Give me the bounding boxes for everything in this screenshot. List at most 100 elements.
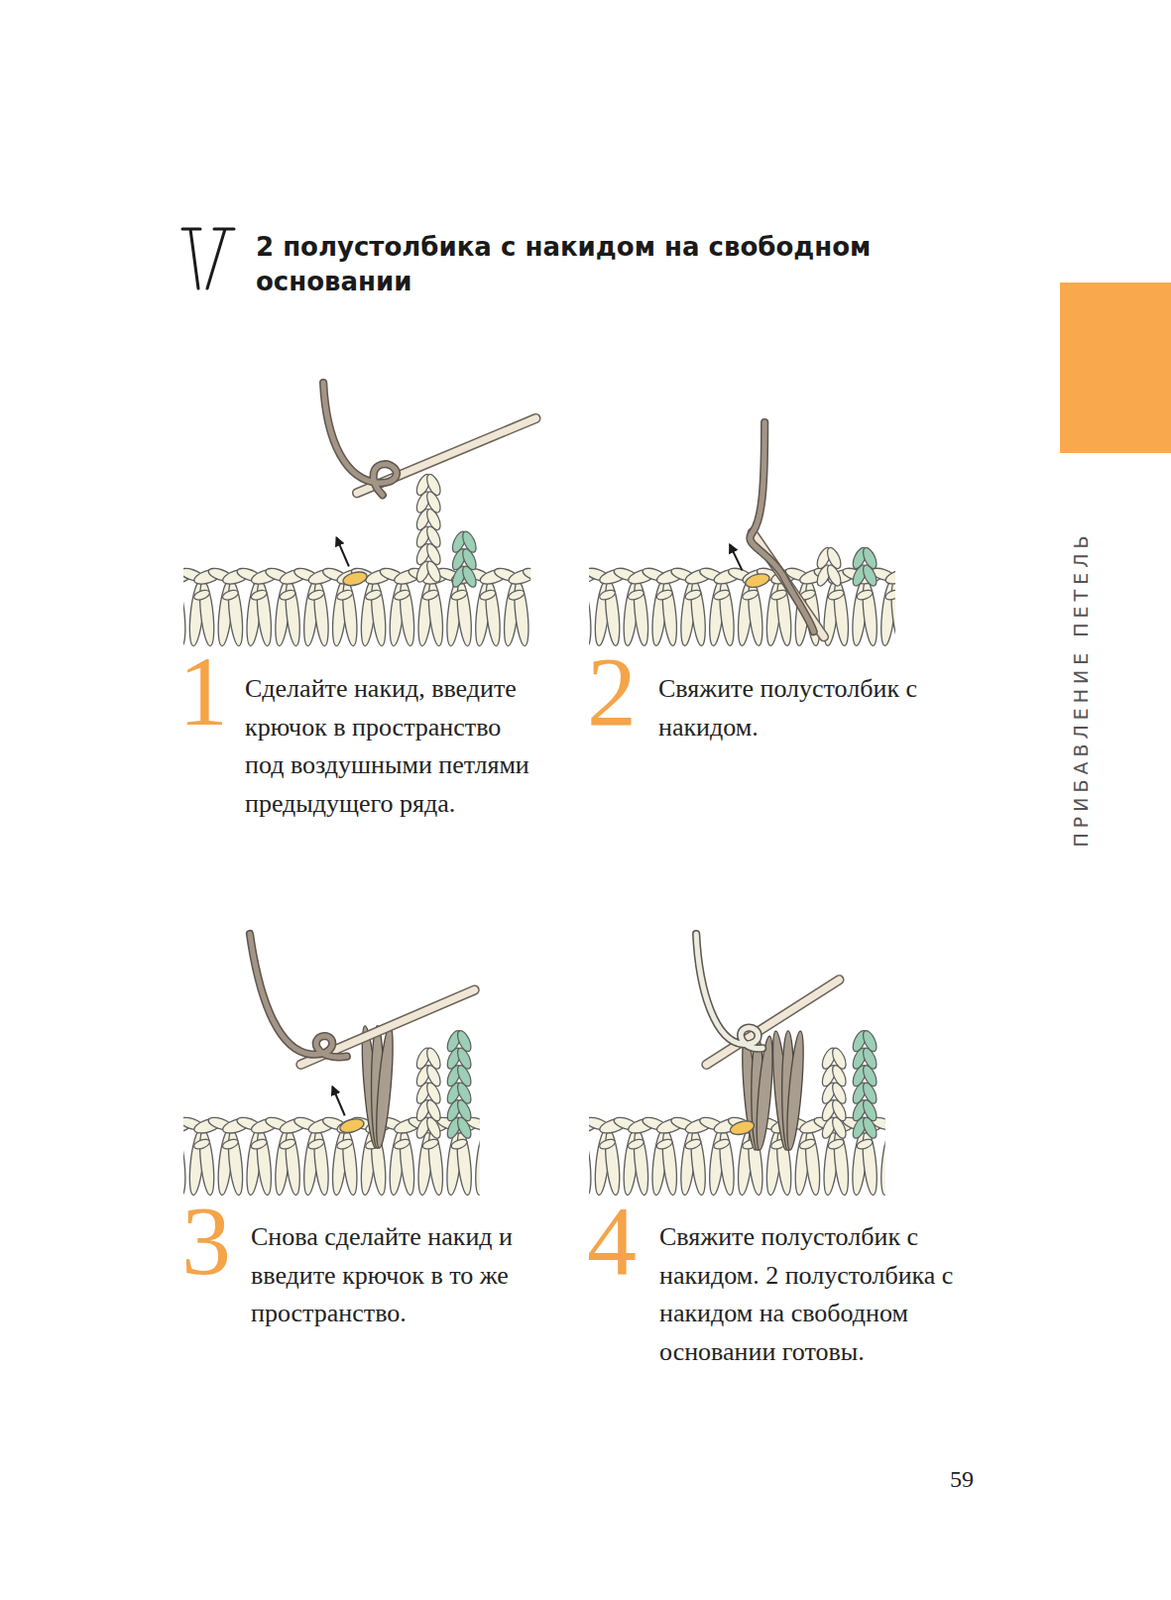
- stitch-post: [878, 1129, 886, 1196]
- new-stitch: [372, 1025, 396, 1149]
- step-number: 4: [586, 1191, 637, 1291]
- step-text: Сделайте накид, введите крючок в простра…: [244, 670, 533, 823]
- illustration: [158, 934, 520, 1196]
- stitch-bar: [221, 1137, 239, 1151]
- crochet-hook: [705, 979, 839, 1064]
- stitch-bar: [392, 1137, 411, 1151]
- turning-chain: [460, 529, 479, 555]
- yellow-loop: [728, 1119, 756, 1138]
- stitch-post: [588, 580, 593, 647]
- stitch-bar: [741, 587, 760, 601]
- stitch-bar: [221, 588, 239, 602]
- stitch-bar: [855, 587, 874, 601]
- turning-chain: [860, 546, 880, 572]
- stitch-bar: [712, 587, 731, 601]
- crochet-symbol: [182, 229, 235, 289]
- step-text: Свяжите полустолбик с накидом.: [658, 670, 956, 747]
- stitch-bar: [826, 587, 845, 601]
- stitch-bar: [478, 588, 497, 602]
- chain-stitch: [424, 472, 444, 498]
- direction-arrow: [332, 1087, 345, 1117]
- direction-arrow: [337, 538, 350, 568]
- stitch-bar: [249, 1137, 268, 1151]
- yarn: [323, 382, 397, 495]
- turning-chain: [860, 1029, 880, 1054]
- stitch-bar: [307, 1137, 326, 1151]
- illustration: [564, 422, 954, 647]
- fabric-row: [183, 566, 531, 647]
- chain-top: [883, 566, 896, 587]
- chain-top: [883, 1115, 885, 1137]
- side-tab: [1059, 282, 1171, 454]
- chain-stitch: [829, 1046, 849, 1071]
- step-number: 2: [586, 642, 637, 742]
- step-number: 1: [178, 642, 229, 742]
- page-title: 2 полустолбика с накидом на свободном ос…: [255, 230, 911, 300]
- stitch-bar: [655, 587, 674, 601]
- section-name: ПРИБАВЛЕНИЕ ПЕТЕЛЬ: [1068, 525, 1093, 853]
- stitch-bar: [421, 1137, 440, 1151]
- stitch-bar: [336, 1137, 354, 1151]
- fabric-row: [183, 1115, 480, 1196]
- stitch-post: [183, 1129, 188, 1196]
- chain-stitch: [424, 1046, 444, 1071]
- stitch-bar: [450, 588, 469, 602]
- illustration: [564, 934, 926, 1196]
- yarn: [749, 422, 814, 632]
- stitch-bar: [826, 1137, 845, 1151]
- symbol-stroke: [207, 229, 235, 289]
- stitch-bar: [884, 1137, 886, 1151]
- stitch-bar: [307, 588, 326, 602]
- stitch-bar: [684, 587, 703, 601]
- stitch-post: [472, 1129, 480, 1196]
- stitch-post: [588, 1129, 593, 1196]
- stitch-bar: [626, 587, 645, 601]
- symbol-stroke: [182, 229, 201, 289]
- new-stitch: [784, 1031, 808, 1152]
- fabric-row: [588, 566, 896, 647]
- chain-top: [477, 1115, 479, 1137]
- stitch-post: [530, 580, 532, 647]
- crochet-hook: [705, 979, 839, 1064]
- stitch-bar: [450, 1137, 469, 1151]
- chain-top: [521, 566, 531, 584]
- stitch-bar: [249, 588, 268, 602]
- stitch-bar: [798, 1137, 817, 1151]
- turning-chain: [455, 1029, 474, 1054]
- stitch-bar: [597, 1137, 616, 1151]
- yellow-loop: [338, 1116, 365, 1135]
- page-number: 59: [949, 1465, 974, 1494]
- yarn: [249, 934, 348, 1057]
- fabric-row: [588, 1115, 886, 1196]
- stitch-bar: [278, 588, 297, 602]
- step-text: Свяжите полустолбик с накидом. 2 полусто…: [659, 1218, 957, 1372]
- yarn: [696, 934, 763, 1050]
- stitch-bar: [478, 1137, 480, 1151]
- stitch-bar: [684, 1137, 703, 1151]
- yarn: [749, 422, 814, 632]
- step-text: Снова сделайте накид и введите крючок в …: [250, 1218, 549, 1334]
- yarn: [249, 934, 348, 1057]
- stitch-bar: [336, 588, 354, 602]
- chain-stitch: [824, 546, 844, 572]
- stitch-bar: [192, 1137, 211, 1151]
- stitch-bar: [507, 588, 526, 602]
- yarn: [323, 382, 397, 495]
- step-number: 3: [181, 1191, 232, 1291]
- yellow-loop: [743, 571, 771, 589]
- direction-arrow: [729, 545, 742, 572]
- stitch-bar: [712, 1137, 731, 1151]
- stitch-bar: [769, 587, 788, 601]
- stitch-bar: [597, 587, 616, 601]
- stitch-bar: [192, 588, 211, 602]
- yarn: [696, 934, 763, 1050]
- yellow-loop: [342, 570, 369, 588]
- stitch-bar: [626, 1137, 645, 1151]
- stitch-bar: [363, 588, 382, 602]
- stitch-bar: [855, 1137, 874, 1151]
- stitch-bar: [884, 587, 896, 601]
- stitch-bar: [278, 1137, 297, 1151]
- stitch-post: [183, 580, 188, 647]
- stitch-bar: [421, 588, 440, 602]
- illustration: [158, 382, 578, 647]
